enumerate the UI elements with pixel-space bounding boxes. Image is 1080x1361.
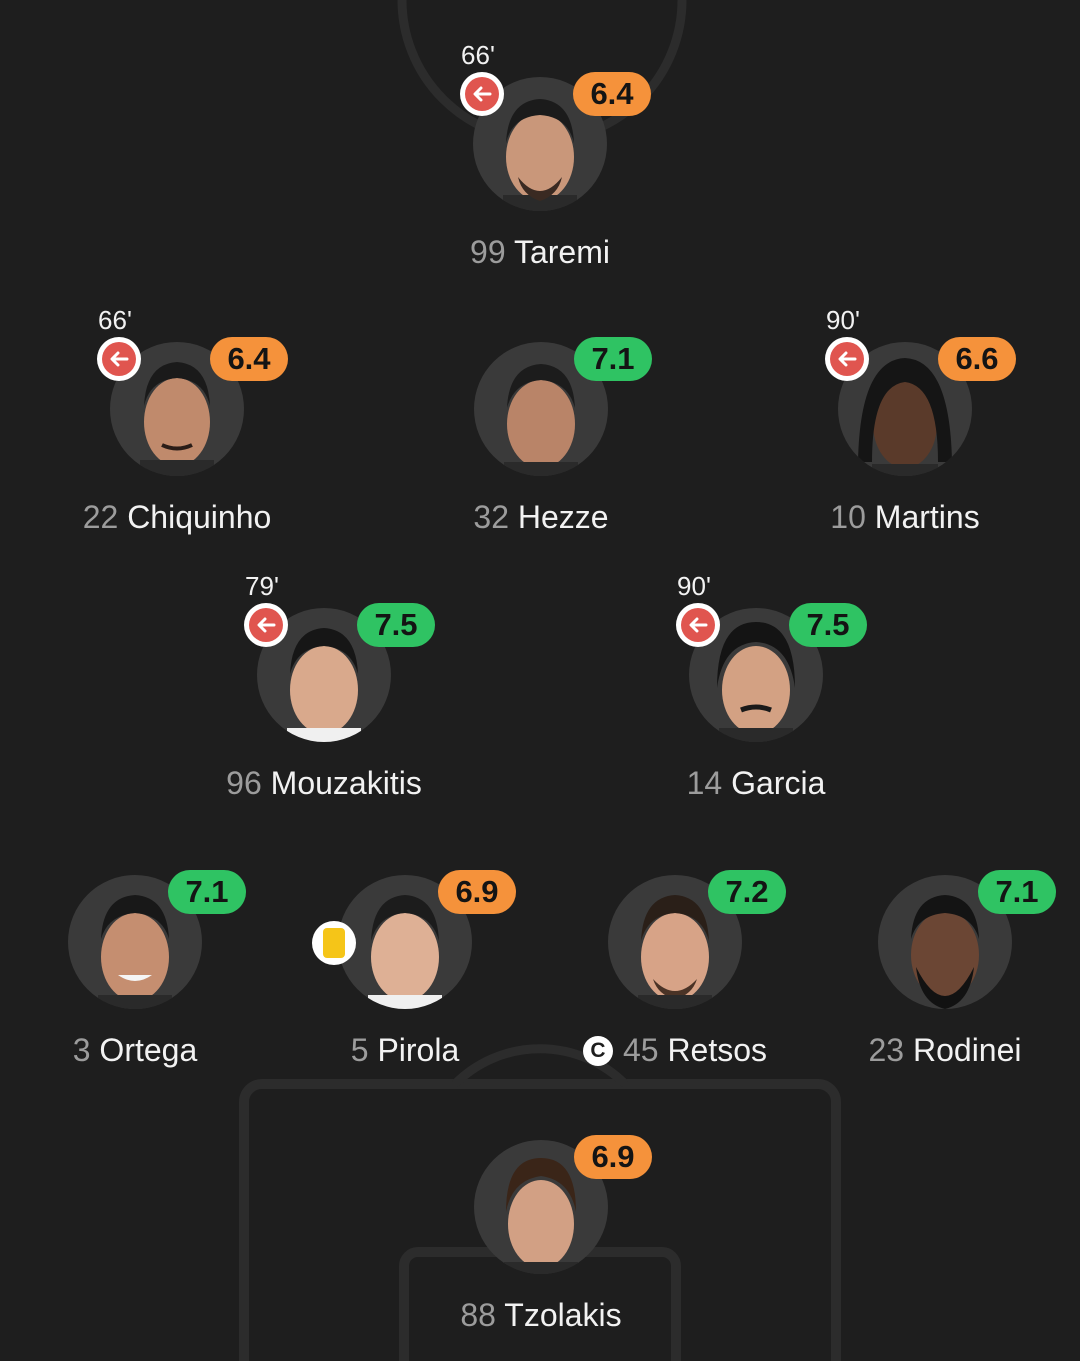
player-photo-icon — [638, 895, 712, 1009]
player-avatar — [68, 875, 202, 1009]
rating-badge: 7.5 — [789, 603, 867, 647]
player-name: 32 Hezze — [391, 499, 691, 536]
player-surname: Ortega — [99, 1032, 198, 1068]
player-surname: Chiquinho — [127, 499, 272, 535]
player-card-taremi[interactable]: 66' 6.4 99 Taremi — [390, 40, 690, 270]
player-name: 10 Martins — [755, 499, 1055, 536]
shirt-number: 22 — [82, 499, 119, 535]
player-surname: Hezze — [517, 499, 609, 535]
player-photo-icon — [368, 895, 442, 1009]
player-name: 99 Taremi — [390, 234, 690, 271]
player-avatar — [608, 875, 742, 1009]
player-photo-icon — [504, 1158, 578, 1274]
shirt-number: 23 — [868, 1032, 905, 1068]
shirt-number: 32 — [473, 499, 509, 535]
sub-minute: 90' — [826, 305, 860, 335]
player-surname: Garcia — [731, 765, 826, 801]
rating-badge: 7.2 — [708, 870, 786, 914]
player-avatar — [474, 1140, 608, 1274]
shirt-number: 5 — [350, 1032, 369, 1068]
player-name: 3 Ortega — [0, 1032, 285, 1069]
rating-badge: 7.1 — [574, 337, 652, 381]
penalty-area — [239, 1079, 841, 1361]
shirt-number: 14 — [686, 765, 723, 801]
player-surname: Taremi — [513, 234, 610, 270]
sub-minute: 66' — [98, 305, 132, 335]
player-card-martins[interactable]: 90' 6.6 10 Martins — [755, 305, 1055, 535]
player-name: 96 Mouzakitis — [174, 765, 474, 802]
player-surname: Rodinei — [912, 1032, 1022, 1068]
shirt-number: 10 — [830, 499, 866, 535]
player-name: 23 Rodinei — [795, 1032, 1080, 1069]
player-surname: Pirola — [377, 1032, 460, 1068]
player-photo-icon — [717, 622, 795, 742]
player-name: 5 Pirola — [255, 1032, 555, 1069]
shirt-number: 3 — [72, 1032, 91, 1068]
rating-badge: 6.4 — [210, 337, 288, 381]
shirt-number: 88 — [460, 1297, 496, 1333]
rating-badge: 6.9 — [574, 1135, 652, 1179]
substitution-off-icon — [460, 72, 504, 116]
player-surname: Mouzakitis — [270, 765, 422, 801]
player-name: 14 Garcia — [606, 765, 906, 802]
rating-badge: 6.6 — [938, 337, 1016, 381]
sub-minute: 66' — [461, 40, 495, 70]
player-card-rodinei[interactable]: 7.1 23 Rodinei — [795, 838, 1080, 1068]
player-photo-icon — [140, 362, 214, 476]
player-photo-icon — [503, 99, 577, 211]
rating-badge: 7.1 — [168, 870, 246, 914]
player-surname: Tzolakis — [504, 1297, 622, 1333]
yellow-card-icon — [312, 921, 356, 965]
player-card-chiquinho[interactable]: 66' 6.4 22 Chiquinho — [27, 305, 327, 535]
player-card-pirola[interactable]: 6.9 5 Pirola — [255, 838, 555, 1068]
player-card-hezze[interactable]: 7.1 32 Hezze — [391, 305, 691, 535]
rating-badge: 7.1 — [978, 870, 1056, 914]
player-card-retsos[interactable]: 7.2 C 45 Retsos — [525, 838, 825, 1068]
player-name: C 45 Retsos — [525, 1032, 825, 1069]
player-photo-icon — [504, 364, 578, 476]
player-card-mouzakitis[interactable]: 79' 7.5 96 Mouzakitis — [174, 571, 474, 801]
player-card-garcia[interactable]: 90' 7.5 14 Garcia — [606, 571, 906, 801]
player-avatar — [878, 875, 1012, 1009]
substitution-off-icon — [676, 603, 720, 647]
player-surname: Martins — [874, 499, 980, 535]
player-name: 22 Chiquinho — [27, 499, 327, 536]
shirt-number: 99 — [470, 234, 506, 270]
player-photo-icon — [911, 895, 979, 1009]
rating-badge: 6.4 — [573, 72, 651, 116]
player-photo-icon — [287, 628, 361, 742]
shirt-number: 96 — [226, 765, 262, 801]
player-card-ortega[interactable]: 7.1 3 Ortega — [0, 838, 285, 1068]
sub-minute: 79' — [245, 571, 279, 601]
sub-minute: 90' — [677, 571, 711, 601]
substitution-off-icon — [244, 603, 288, 647]
player-photo-icon — [858, 358, 952, 476]
player-name: 88 Tzolakis — [391, 1297, 691, 1334]
captain-icon: C — [582, 1036, 613, 1066]
rating-badge: 6.9 — [438, 870, 516, 914]
player-photo-icon — [98, 895, 172, 1009]
penalty-arc — [451, 1044, 629, 1088]
substitution-off-icon — [825, 337, 869, 381]
rating-badge: 7.5 — [357, 603, 435, 647]
player-card-tzolakis[interactable]: 6.9 88 Tzolakis — [391, 1103, 691, 1333]
shirt-number: 45 — [622, 1032, 659, 1068]
player-avatar — [257, 608, 391, 742]
player-surname: Retsos — [667, 1032, 768, 1068]
substitution-off-icon — [97, 337, 141, 381]
